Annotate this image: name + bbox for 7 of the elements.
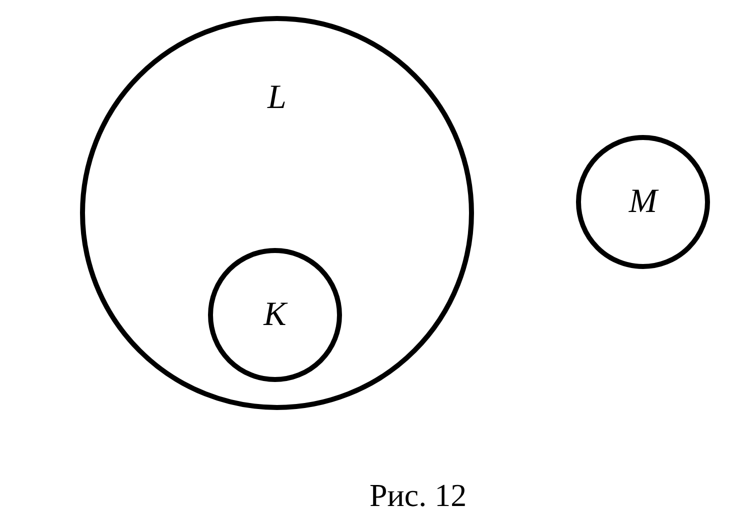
set-circle	[80, 16, 474, 410]
set-label: L	[268, 80, 286, 115]
set-circle	[208, 248, 342, 382]
set-circle	[576, 135, 710, 269]
set-label: K	[264, 298, 286, 332]
figure-caption: Рис. 12	[369, 479, 467, 511]
set-label: M	[628, 185, 658, 219]
